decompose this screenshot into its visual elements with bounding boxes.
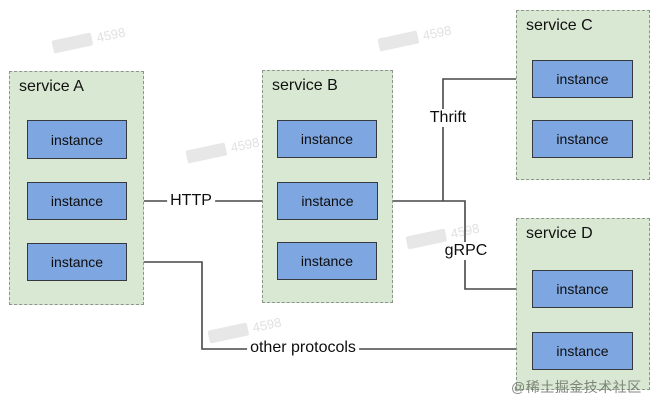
service-d-instance-2: instance <box>532 332 633 370</box>
service-d-instance-1: instance <box>532 270 633 308</box>
other-protocols-label: other protocols <box>247 339 359 357</box>
service-c-instance-1: instance <box>532 60 633 98</box>
service-d-label: service D <box>526 225 593 242</box>
service-a-instance-3: instance <box>27 243 127 281</box>
service-b-instance-2: instance <box>277 182 378 220</box>
service-a-label: service A <box>19 78 84 95</box>
edge-other-protocols-to-d <box>128 261 528 353</box>
service-a-instance-1: instance <box>27 120 127 159</box>
http-label: HTTP <box>167 192 215 210</box>
service-c-instance-2: instance <box>532 120 633 158</box>
service-b-instance-3: instance <box>277 242 377 280</box>
service-b-label: service B <box>272 77 338 94</box>
service-c-label: service C <box>526 17 593 34</box>
service-b-instance-1: instance <box>277 120 377 158</box>
service-a-instance-2: instance <box>27 182 127 220</box>
edge-thrift-branch-to-c <box>442 75 528 201</box>
thrift-label: Thrift <box>426 109 470 127</box>
community-watermark: @稀土掘金技术社区 <box>511 379 642 395</box>
grpc-label: gRPC <box>441 242 491 260</box>
